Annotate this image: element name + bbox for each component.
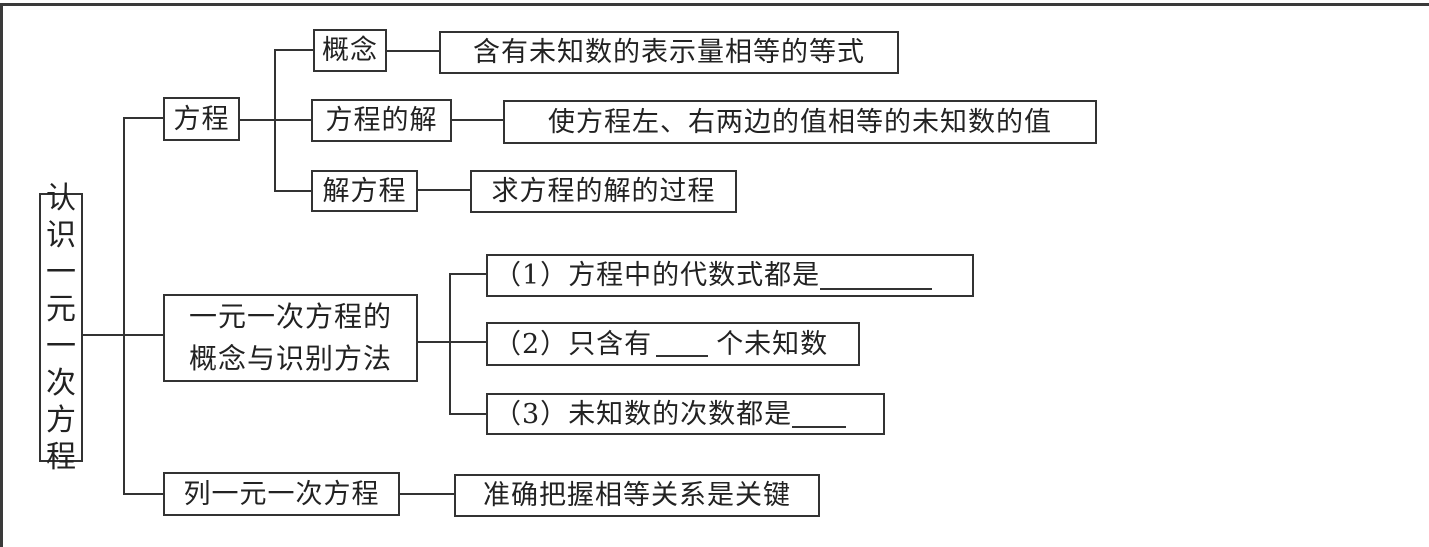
root-char: 一: [46, 254, 76, 290]
node-formulate: 列一元一次方程: [163, 472, 400, 516]
condition-1-prefix: （1）: [494, 260, 569, 291]
node-identify: 一元一次方程的 概念与识别方法: [163, 294, 418, 382]
node-identify-line1: 一元一次方程的: [188, 300, 392, 333]
root-char: 次: [46, 365, 76, 401]
diagram-frame: [0, 3, 1429, 547]
condition-3-prefix: （3）: [494, 398, 569, 430]
root-char: 方: [46, 402, 76, 438]
node-solve-equation: 解方程: [311, 170, 418, 212]
connector-solution-detail: [452, 119, 504, 121]
connector-formulate-detail: [400, 493, 455, 495]
connector-equation-subtrunk: [240, 119, 312, 121]
connector-equation-trunk: [274, 49, 276, 191]
root-char: 元: [46, 291, 76, 327]
detail-formulate: 准确把握相等关系是关键: [454, 474, 820, 517]
connector-to-equation: [123, 117, 163, 119]
condition-2: （2）只含有 个未知数: [486, 322, 860, 366]
root-char: 程: [46, 439, 76, 475]
node-equation: 方程: [163, 97, 240, 141]
detail-solve-equation: 求方程的解的过程: [470, 170, 737, 213]
root-char: 识: [46, 217, 76, 253]
detail-solution: 使方程左、右两边的值相等的未知数的值: [503, 100, 1097, 144]
connector-main-trunk: [123, 117, 125, 494]
root-char: 一: [46, 328, 76, 364]
condition-2-prefix: （2）: [494, 328, 569, 360]
condition-3-text: 未知数的次数都是: [568, 398, 793, 430]
connector-to-condition-1: [449, 273, 487, 275]
condition-2-blank[interactable]: [656, 331, 709, 357]
condition-3-blank[interactable]: [792, 402, 847, 428]
condition-3: （3）未知数的次数都是: [486, 393, 885, 435]
root-char: 认: [46, 180, 76, 216]
detail-concept: 含有未知数的表示量相等的等式: [439, 31, 899, 74]
condition-2-text: 只含有: [568, 328, 653, 360]
connector-to-concept: [274, 49, 314, 51]
connector-identify-trunk: [449, 273, 451, 414]
connector-to-condition-3: [449, 413, 487, 415]
condition-1: （1）方程中的代数式都是: [486, 254, 974, 297]
node-solution: 方程的解: [311, 99, 452, 142]
root-node: 认 识 一 元 一 次 方 程: [39, 181, 83, 475]
condition-1-text: 方程中的代数式都是: [568, 260, 821, 291]
node-identify-line2: 概念与识别方法: [188, 342, 392, 375]
connector-solve-detail: [418, 189, 471, 191]
connector-to-solution: [274, 190, 314, 192]
connector-identify-subtrunk: [418, 341, 488, 343]
condition-1-blank[interactable]: [820, 264, 933, 290]
node-concept: 概念: [313, 29, 387, 72]
connector-to-formulate: [123, 493, 163, 495]
connector-concept-detail: [387, 50, 440, 52]
condition-2-suffix: 个未知数: [716, 328, 829, 360]
